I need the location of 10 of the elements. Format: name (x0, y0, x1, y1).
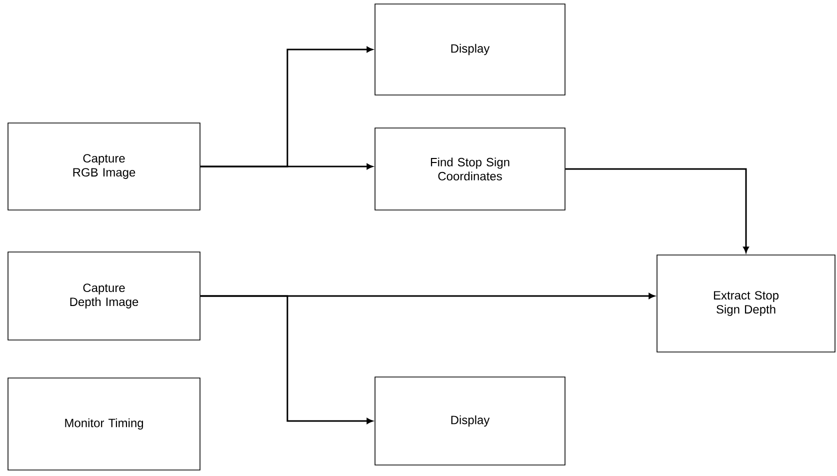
process-box: Capture Depth Image (8, 252, 200, 340)
process-box: Capture RGB Image (8, 122, 200, 210)
process-box: Display (374, 4, 566, 96)
process-box: Extract Stop Sign Depth (656, 254, 836, 352)
arrow (565, 168, 749, 253)
arrow (200, 295, 373, 424)
process-box: Monitor Timing (8, 378, 200, 470)
arrow (200, 164, 373, 170)
process-box: Display (374, 376, 566, 466)
process-box: Find Stop Sign Coordinates (374, 128, 566, 210)
